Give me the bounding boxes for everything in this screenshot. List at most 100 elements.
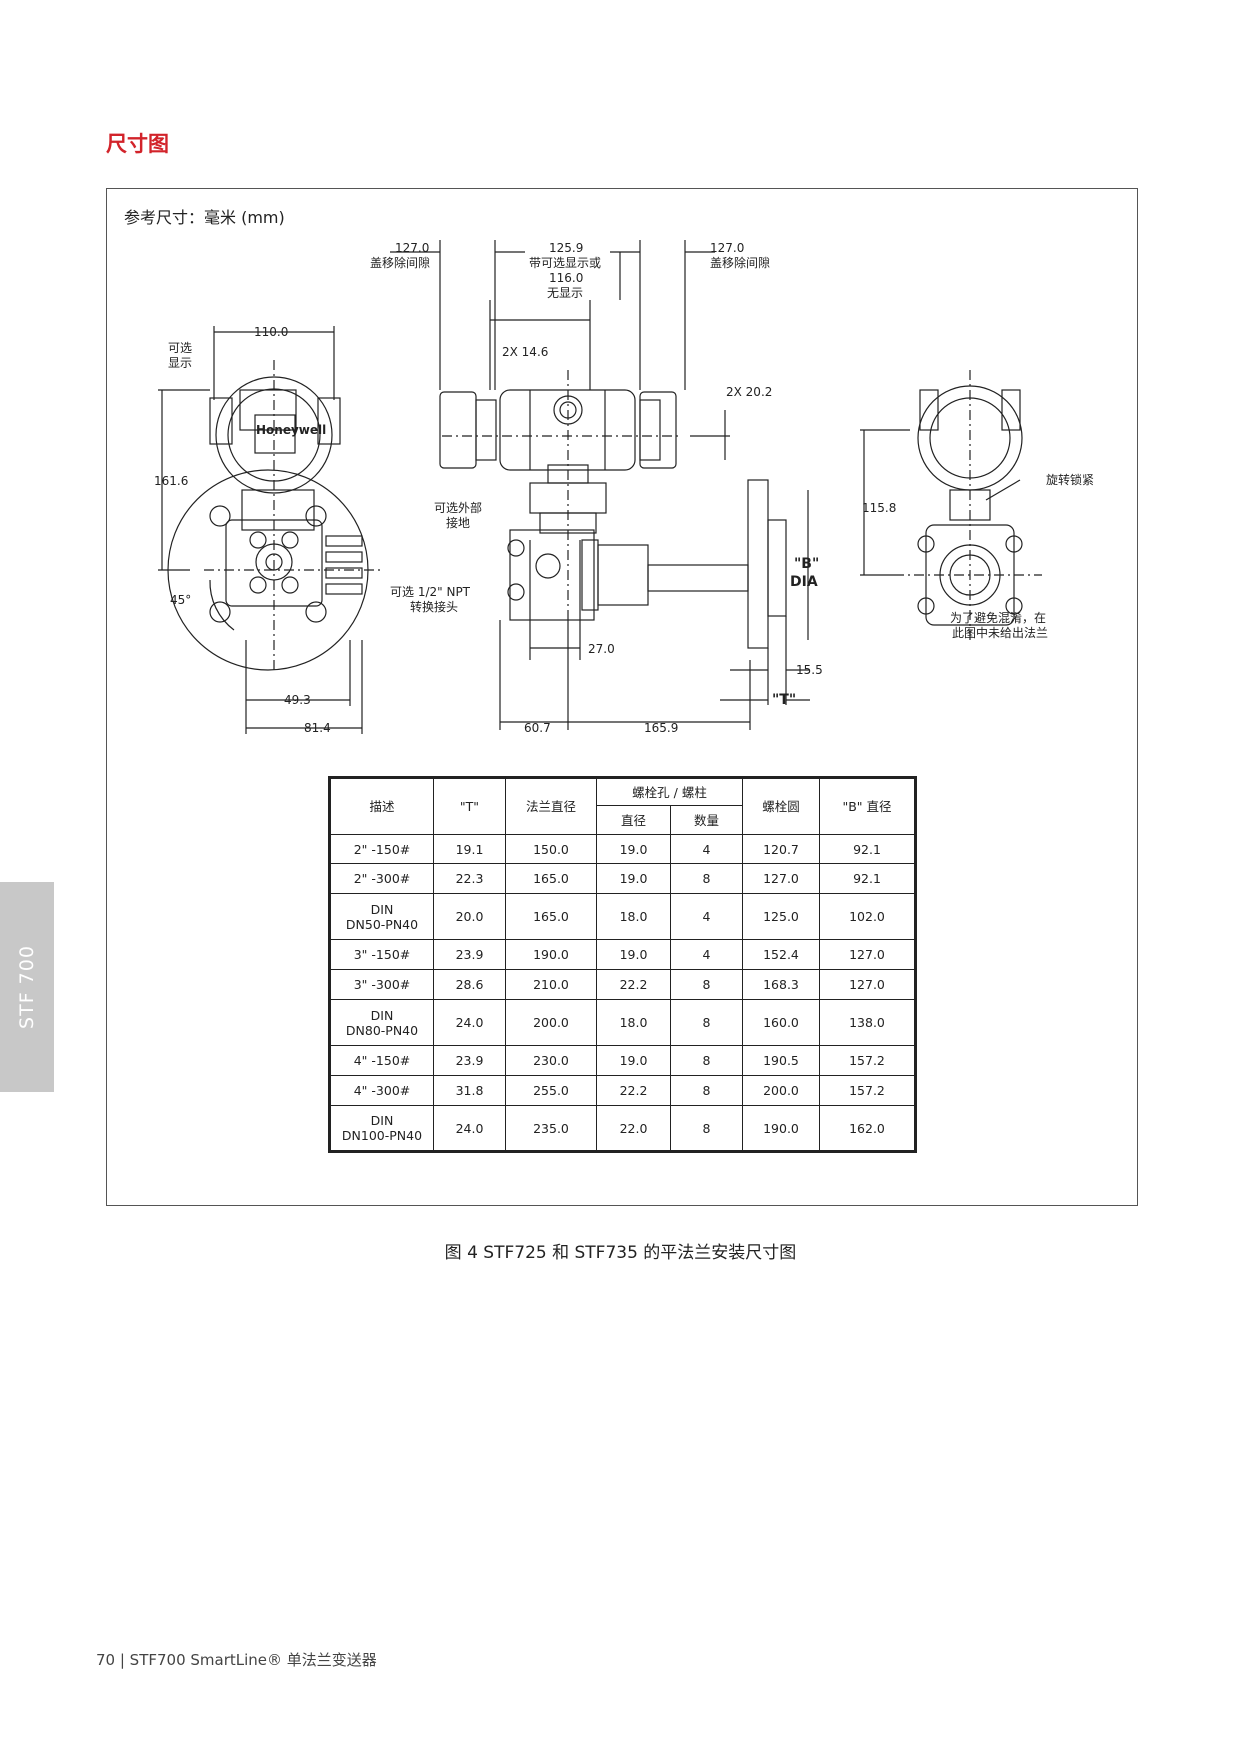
section-title: 尺寸图 [106,132,169,156]
label-t: "T" [772,692,796,708]
cell-b: 127.0 [819,969,916,1000]
cell-dia: 19.0 [596,1045,671,1076]
cell-dia: 18.0 [596,999,671,1046]
cell-circle: 190.0 [742,1105,820,1152]
label-45-degrees: 45° [170,593,191,607]
label-127-left: 127.0 [395,241,429,255]
cell-circle: 127.0 [742,863,820,894]
cell-flange: 255.0 [505,1075,597,1106]
label-116-0: 116.0 [549,271,583,285]
label-49-3: 49.3 [284,693,311,707]
cell-circle: 200.0 [742,1075,820,1106]
cell-b: 127.0 [819,939,916,970]
cell-qty: 8 [670,1075,743,1106]
dimension-drawing: 127.0 盖移除间隙 125.9 带可选显示或 116.0 无显示 127.0… [154,240,1094,735]
cell-dia: 19.0 [596,834,671,864]
cell-description: 2" -300# [329,863,434,894]
cell-flange: 150.0 [505,834,597,864]
meter-body-front [241,489,315,531]
cell-qty: 4 [670,893,743,940]
cell-t: 31.8 [433,1075,506,1106]
cell-t: 19.1 [433,834,506,864]
label-27: 27.0 [588,642,615,656]
table-row: 4" -150# 23.9 230.0 19.0 8 190.5 157.2 [329,1045,916,1076]
cell-qty: 4 [670,939,743,970]
display-window [254,414,296,454]
cell-circle: 190.5 [742,1045,820,1076]
cell-description: 3" -150# [329,939,434,970]
cell-b: 92.1 [819,863,916,894]
header-bolt-dia: 直径 [596,805,671,835]
label-with-display-or: 带可选显示或 [529,256,601,270]
cell-t: 24.0 [433,1105,506,1152]
header-flange-dia: 法兰直径 [505,777,597,835]
cell-qty: 8 [670,969,743,1000]
header-b-dia: "B" 直径 [819,777,916,835]
header-t: "T" [433,777,506,835]
cell-description: 4" -300# [329,1075,434,1106]
figure-caption: 图 4 STF725 和 STF735 的平法兰安装尺寸图 [444,1243,797,1263]
cell-description: 2" -150# [329,834,434,864]
cell-qty: 8 [670,1045,743,1076]
flange-spec-table: 描述 "T" 法兰直径 螺栓孔 / 螺柱 螺栓圆 "B" 直径 直径 数量 2"… [328,776,917,1153]
label-no-display: 无显示 [547,286,583,300]
cell-circle: 125.0 [742,893,820,940]
side-tab: STF 700 [0,882,54,1092]
cell-b: 162.0 [819,1105,916,1152]
label-110: 110.0 [254,325,288,339]
label-15-5: 15.5 [796,663,823,677]
cell-circle: 160.0 [742,999,820,1046]
label-optional-ground-1: 可选外部 [434,500,482,515]
label-b: "B" [794,556,819,572]
cell-dia: 22.2 [596,1075,671,1106]
reference-units-label: 参考尺寸：毫米 (mm) [124,208,285,227]
cell-flange: 190.0 [505,939,597,970]
cell-flange: 210.0 [505,969,597,1000]
cell-t: 28.6 [433,969,506,1000]
cell-description: 4" -150# [329,1045,434,1076]
header-bolt-circle: 螺栓圆 [742,777,820,835]
cell-circle: 152.4 [742,939,820,970]
header-description: 描述 [329,777,434,835]
cell-dia: 22.2 [596,969,671,1000]
housing-circle-front [215,376,333,494]
table-row: 3" -150# 23.9 190.0 19.0 4 152.4 127.0 [329,939,916,970]
cell-qty: 4 [670,834,743,864]
figure-frame [106,188,1138,1206]
note-no-flange-2: 此图中未给出法兰 [952,625,1048,640]
extension-pipe [647,564,749,592]
cell-dia: 19.0 [596,863,671,894]
label-125-9: 125.9 [549,241,583,255]
cell-t: 24.0 [433,999,506,1046]
flange-side [747,479,769,649]
label-161-6: 161.6 [154,474,188,488]
housing-body-front [239,389,297,431]
cell-qty: 8 [670,999,743,1046]
page-footer: 70 | STF700 SmartLine® 单法兰变送器 [96,1651,377,1669]
label-165-9: 165.9 [644,721,678,735]
cell-dia: 22.0 [596,1105,671,1152]
label-optional-ground-2: 接地 [446,515,470,530]
cell-flange: 165.0 [505,893,597,940]
header-bolt-count: 数量 [670,805,743,835]
table-row: 2" -150# 19.1 150.0 19.0 4 120.7 92.1 [329,834,916,864]
cell-b: 92.1 [819,834,916,864]
label-cover-clearance-right: 盖移除间隙 [710,255,770,270]
cell-b: 102.0 [819,893,916,940]
cell-b: 157.2 [819,1045,916,1076]
label-optional-display-2: 显示 [168,356,192,370]
label-optional-display-1: 可选 [168,341,192,355]
cell-description: 3" -300# [329,969,434,1000]
label-60-7: 60.7 [524,721,551,735]
table-row: 2" -300# 22.3 165.0 19.0 8 127.0 92.1 [329,863,916,894]
cell-t: 23.9 [433,939,506,970]
table-row: 3" -300# 28.6 210.0 22.2 8 168.3 127.0 [329,969,916,1000]
cell-b: 157.2 [819,1075,916,1106]
cell-dia: 18.0 [596,893,671,940]
label-cover-clearance-left: 盖移除间隙 [370,255,430,270]
